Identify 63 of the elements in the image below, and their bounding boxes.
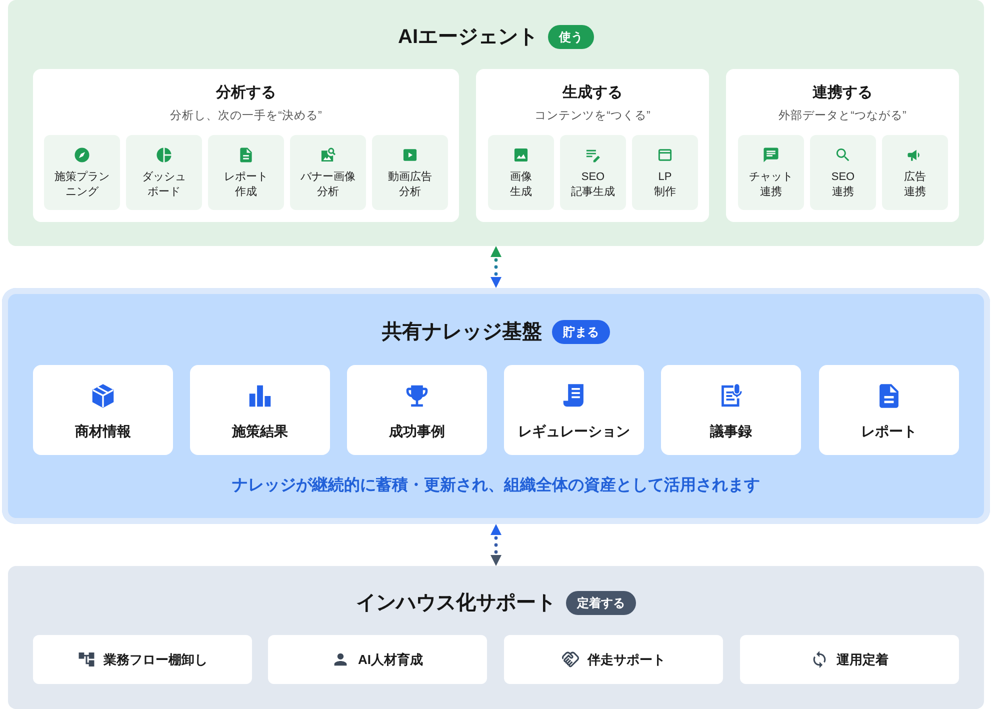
- feature-tile: [290, 135, 366, 210]
- tile-label: バナー画像分析: [300, 170, 356, 200]
- section-panel: [8, 566, 984, 709]
- badge: 使う: [548, 25, 594, 49]
- tile-label: 広告連携: [903, 170, 927, 200]
- card-subtitle: コンテンツを“つくる”: [534, 109, 650, 124]
- section-title: AIエージェント: [398, 25, 538, 50]
- card-label: AI人材育成: [358, 650, 423, 668]
- support-card: [33, 635, 252, 684]
- category-card: [726, 69, 959, 222]
- card-label: 業務フロー棚卸し: [104, 650, 208, 668]
- double-arrow: [490, 244, 502, 290]
- feature-tile: [810, 135, 876, 210]
- feature-tile: [738, 135, 804, 210]
- section-panel: [2, 288, 990, 524]
- tile-label: 画像生成: [509, 170, 533, 200]
- tile-label: レポート作成: [223, 170, 269, 200]
- feature-tile: [560, 135, 626, 210]
- description-text: ナレッジが継続的に蓄積・更新され、組織全体の資産として活用されます: [232, 475, 760, 496]
- support-card: [504, 635, 723, 684]
- card-title: 分析する: [216, 83, 276, 103]
- card-subtitle: 外部データと“つながる”: [778, 108, 906, 124]
- tile-label: SEO記事生成: [570, 170, 616, 200]
- badge: 貯まる: [552, 320, 610, 344]
- section-title: 共有ナレッジ基盤: [382, 320, 542, 345]
- feature-tile: [882, 135, 948, 210]
- support-card: [740, 635, 959, 684]
- card-label: 成功事例: [389, 422, 445, 440]
- card-label: レポート: [861, 422, 917, 440]
- feature-tile: [488, 135, 554, 210]
- card-title: 生成する: [562, 83, 622, 103]
- category-card: [476, 69, 709, 222]
- tile-label: 動画広告分析: [387, 170, 433, 200]
- card-subtitle: 分析し、次の一手を“決める”: [170, 108, 322, 124]
- tile-label: ダッシュボード: [141, 170, 187, 200]
- badge: 定着する: [566, 591, 636, 615]
- tile-label: チャット連携: [748, 170, 794, 200]
- knowledge-card: [504, 365, 644, 455]
- feature-tile: [208, 135, 284, 210]
- card-label: 施策結果: [232, 422, 288, 440]
- knowledge-card: [33, 365, 173, 455]
- feature-tile: [632, 135, 698, 210]
- card-label: 議事録: [710, 422, 752, 440]
- knowledge-card: [190, 365, 330, 455]
- knowledge-card: [661, 365, 801, 455]
- support-card: [268, 635, 487, 684]
- double-arrow: [490, 522, 502, 568]
- tile-label: LP制作: [653, 170, 677, 200]
- feature-tile: [372, 135, 448, 210]
- category-card: [33, 69, 459, 222]
- card-label: 運用定着: [836, 650, 888, 668]
- knowledge-card: [347, 365, 487, 455]
- feature-tile: [126, 135, 202, 210]
- tile-label: SEO連携: [830, 170, 856, 200]
- section-panel: [8, 0, 984, 246]
- knowledge-card: [819, 365, 959, 455]
- section-title: インハウス化サポート: [356, 591, 556, 616]
- feature-tile: [44, 135, 120, 210]
- card-label: レギュレーション: [518, 422, 630, 440]
- card-label: 伴走サポート: [588, 650, 666, 668]
- card-title: 連携する: [812, 83, 872, 103]
- card-label: 商材情報: [75, 422, 131, 440]
- tile-label: 施策プランニング: [54, 170, 110, 200]
